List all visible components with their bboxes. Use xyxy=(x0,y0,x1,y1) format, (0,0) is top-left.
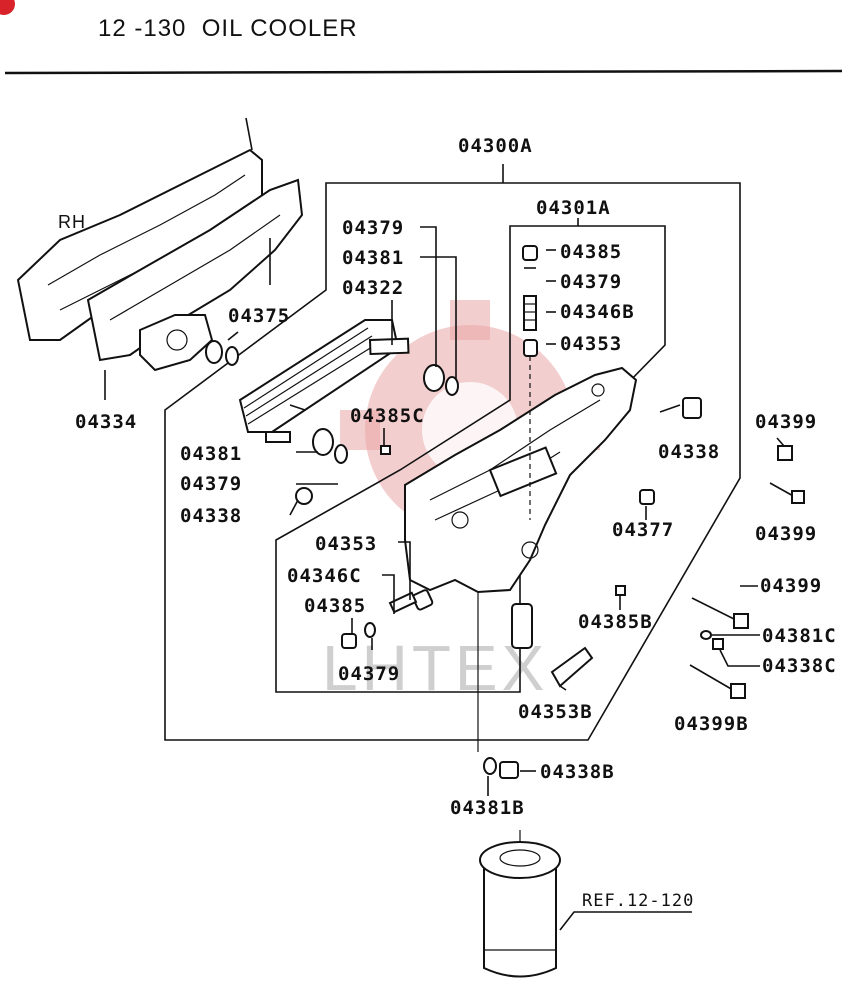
label-04338-left: 04338 xyxy=(180,505,242,527)
label-04399-c: 04399 xyxy=(760,575,822,597)
page-title: 12 -130 OIL COOLER xyxy=(98,15,358,42)
o-ring-04381b-icon xyxy=(312,428,334,456)
label-04399-b: 04399 xyxy=(755,523,817,545)
label-04338B: 04338B xyxy=(540,761,615,783)
label-04353-top: 04353 xyxy=(560,333,622,355)
plug-04385C-icon xyxy=(380,445,391,455)
o-ring-04375b-icon xyxy=(225,346,239,366)
label-04379-valve: 04379 xyxy=(560,271,622,293)
label-04381B: 04381B xyxy=(450,797,525,819)
bolt-04399a-icon xyxy=(776,437,793,461)
assembly-boundary-04300A xyxy=(164,164,741,741)
label-04385C: 04385C xyxy=(350,405,425,427)
washer-04381B-icon xyxy=(483,757,497,775)
plug-04385a-icon xyxy=(522,245,538,261)
plug-04385b-icon xyxy=(341,633,357,649)
label-04322: 04322 xyxy=(342,277,404,299)
spring-04346B-icon xyxy=(523,295,537,331)
o-ring-04379d-icon xyxy=(364,622,376,638)
bolt-04399c-icon xyxy=(691,597,749,629)
label-04346C: 04346C xyxy=(287,565,362,587)
label-04381C: 04381C xyxy=(762,625,837,647)
plug-04338B-icon xyxy=(499,761,519,779)
plug-04338C-icon xyxy=(712,638,724,650)
plug-04377-icon xyxy=(639,489,655,505)
label-04338C: 04338C xyxy=(762,655,837,677)
label-04379-lower: 04379 xyxy=(338,663,400,685)
label-04399B: 04399B xyxy=(674,713,749,735)
label-04377: 04377 xyxy=(612,519,674,541)
label-04301A: 04301A xyxy=(536,197,611,219)
leader-lines xyxy=(289,226,760,931)
cooler-element-04322-icon xyxy=(238,319,410,443)
label-04375: 04375 xyxy=(228,305,290,327)
corner-badge-icon xyxy=(0,0,15,15)
label-04338-right: 04338 xyxy=(658,441,720,463)
side-label-rh: RH xyxy=(58,212,86,232)
label-04353B: 04353B xyxy=(518,701,593,723)
label-04385-top: 04385 xyxy=(560,241,622,263)
bolt-04399b-icon xyxy=(769,482,805,504)
plug-04338a-icon xyxy=(295,487,313,505)
label-04385B: 04385B xyxy=(578,611,653,633)
o-ring-04379c-icon xyxy=(334,444,348,464)
washer-04381C-icon xyxy=(700,630,712,640)
label-04346B: 04346B xyxy=(560,301,635,323)
plug-04385B-icon xyxy=(615,585,626,596)
oil-filter-icon xyxy=(479,841,561,978)
o-ring-04379a-icon xyxy=(445,376,459,396)
label-04379-left: 04379 xyxy=(180,473,242,495)
block-04338-icon xyxy=(682,397,702,419)
label-04334: 04334 xyxy=(75,411,137,433)
label-04381-left: 04381 xyxy=(180,443,242,465)
o-ring-04381a-icon xyxy=(423,364,445,392)
valve-04353a-icon xyxy=(523,339,538,357)
gasket-04334-icon xyxy=(86,178,304,372)
label-04379-top: 04379 xyxy=(342,217,404,239)
label-04385-lower: 04385 xyxy=(304,595,366,617)
label-ref-12-120: REF.12-120 xyxy=(582,891,694,911)
label-04381-top: 04381 xyxy=(342,247,404,269)
bolt-04399B-icon xyxy=(689,664,746,699)
header-rule xyxy=(4,69,843,75)
sensor-04353B-icon xyxy=(550,646,594,688)
sensor-cylinder-icon xyxy=(511,603,533,649)
oil-cooler-housing-icon xyxy=(404,366,638,594)
label-04300A: 04300A xyxy=(458,135,533,157)
assembly-boundary-04301A xyxy=(275,218,666,693)
label-04399-a: 04399 xyxy=(755,411,817,433)
label-04353-lower: 04353 xyxy=(315,533,377,555)
o-ring-04375-icon xyxy=(205,340,223,364)
